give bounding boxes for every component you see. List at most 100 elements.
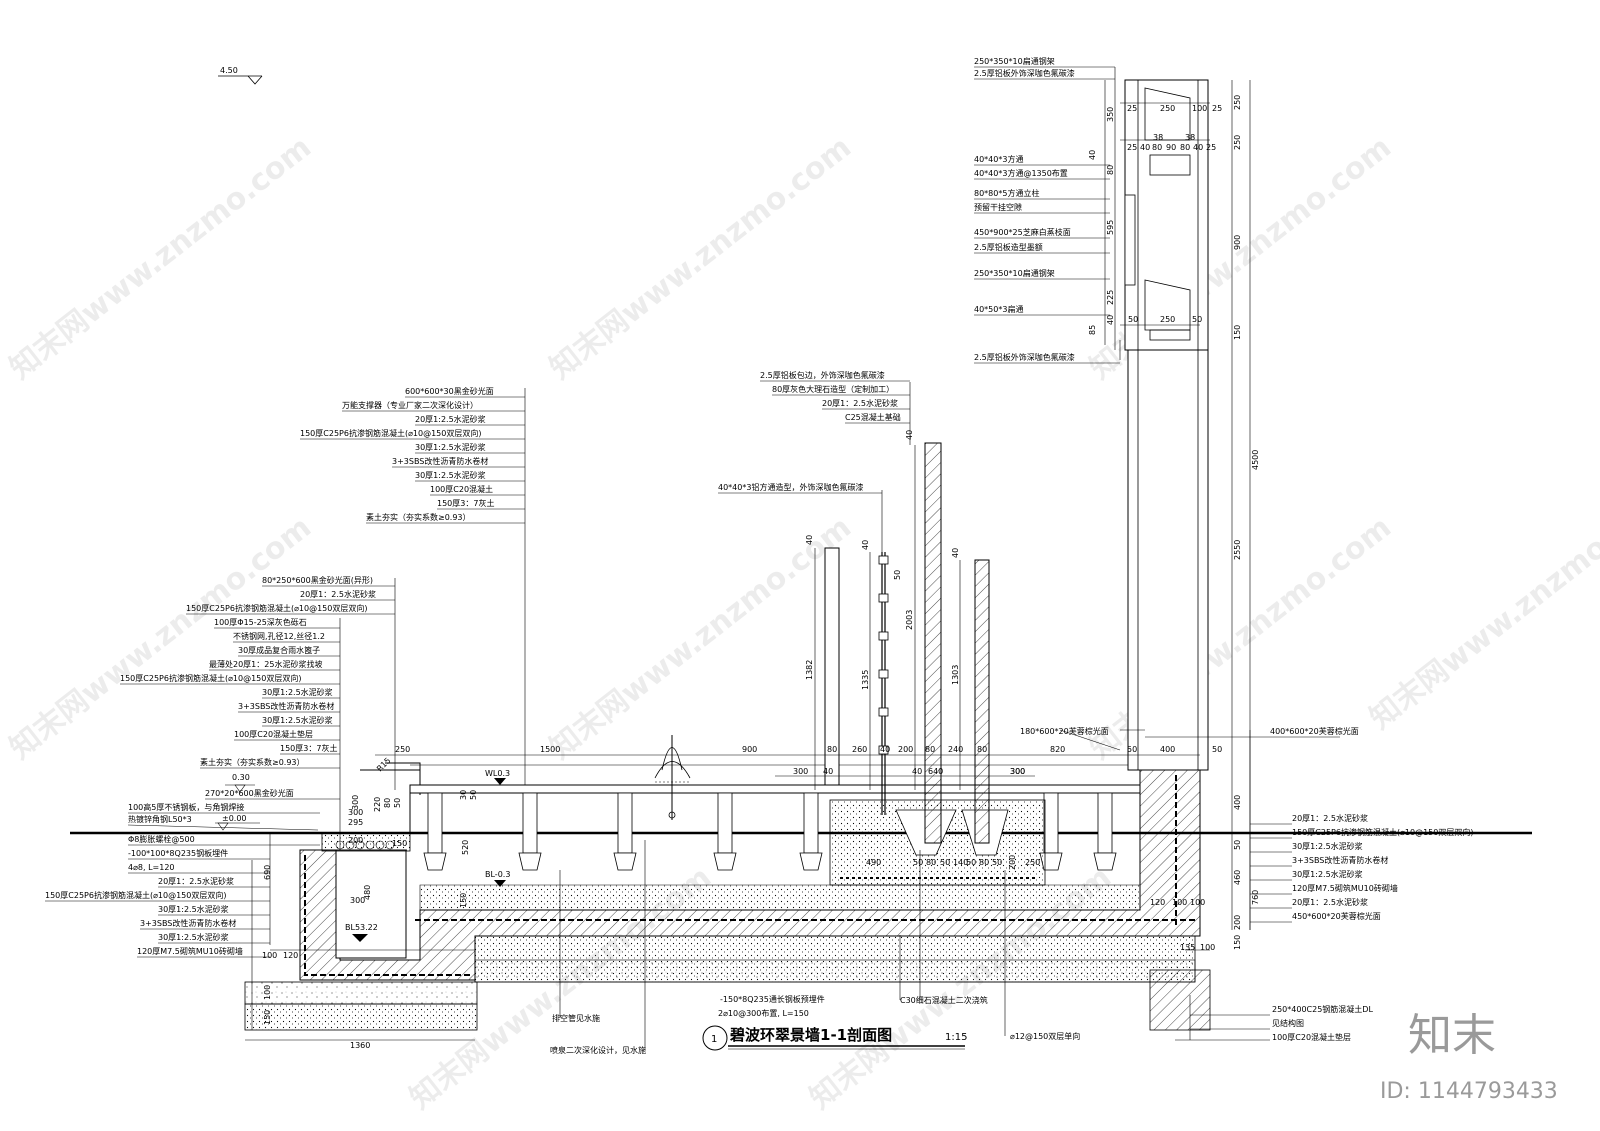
drawing-label: 30 — [459, 790, 468, 800]
drawing-label: 100 — [1192, 104, 1207, 113]
drawing-label: 50 — [940, 858, 950, 867]
title-scale: 1:15 — [945, 1032, 967, 1043]
drawing-label: 300 — [1010, 767, 1025, 776]
drawing-label: 150厚C25P6抗渗钢筋混凝土(⌀10@150双层双向) — [186, 603, 367, 613]
brand: 知末 ID: 1144793433 — [1380, 1010, 1558, 1104]
elevation-step: 0.30 — [232, 773, 250, 782]
drawing-label: 20厚1:2.5水泥砂浆 — [415, 414, 486, 424]
drawing-label: 520 — [461, 840, 470, 855]
drawing-label: 120厚M7.5砌筑MU10砖砌墙 — [1292, 883, 1398, 893]
brand-logo: 知末 — [1408, 1010, 1496, 1061]
pedestals — [423, 792, 1117, 871]
drawing-label: 1500 — [540, 745, 560, 754]
drawing-label: 400 — [1233, 795, 1242, 810]
drawing-label: 820 — [1050, 745, 1065, 754]
drawing-label: 150厚3：7灰土 — [280, 743, 337, 753]
drawing-label: 200 — [1233, 915, 1242, 930]
drawing-label: 150厚C25P6抗渗钢筋混凝土(⌀10@150双层双向) — [300, 428, 481, 438]
drawing-label: 250*350*10扁通钢架 — [974, 56, 1055, 66]
drain-trench — [321, 762, 421, 959]
drawing-label: 50 — [1127, 745, 1137, 754]
drawing-label: 300 — [351, 795, 360, 810]
drawing-label: 50 — [893, 570, 902, 580]
drawing-label: 150厚C25P6抗渗钢筋混凝土(⌀10@150双层双向) — [120, 673, 301, 683]
drawing-label: 250*350*10扁通钢架 — [974, 268, 1055, 278]
drawing-label: 100厚C20混凝土垫层 — [234, 729, 313, 739]
drawing-label: 85 — [1088, 325, 1097, 335]
drawing-label: 400 — [1160, 745, 1175, 754]
drawing-label: 2.5厚铝板外饰深咖色氟碳漆 — [974, 68, 1075, 78]
drawing-label: 200 — [1008, 855, 1017, 870]
drawing-label: 80 — [977, 745, 987, 754]
drawing-label: 140 — [953, 858, 968, 867]
drawing-label: 1360 — [350, 1041, 370, 1050]
drawing-label: 250 — [395, 745, 410, 754]
drawing-label: 450*900*25芝麻白蒸枝面 — [974, 227, 1071, 237]
fountain — [654, 735, 691, 820]
drawing-label: 1335 — [861, 670, 870, 690]
dims-right: 250 250 900 150 4500 2550 400 50 460 760… — [1233, 95, 1260, 950]
drawing-label: 30厚1:2.5水泥砂浆 — [415, 470, 486, 480]
drawing-label: 万能支撑器（专业厂家二次深化设计） — [342, 400, 478, 410]
drawing-label: C30细石混凝土二次浇筑 — [900, 995, 988, 1005]
drawing-label: 150厚C25P6抗渗钢筋混凝土(⌀10@150双层双向) — [1292, 827, 1473, 837]
title-text: 碧波环翠景墙1-1剖面图 — [729, 1026, 892, 1044]
drawing-label: 80 — [926, 858, 936, 867]
drawing-label: 600*600*30黑金砂光面 — [405, 386, 494, 396]
labels-mid-right: 2.5厚铝板包边，外饰深咖色氟碳漆 80厚灰色大理石造型（定制加工） 20厚1：… — [718, 370, 910, 494]
drawing-label: 40*40*3方通@1350布置 — [974, 168, 1068, 178]
drawing-label: 300 — [1010, 767, 1025, 776]
drawing-label: 1382 — [805, 660, 814, 680]
drawing-label: 40 — [805, 535, 814, 545]
drawing-label: 80 — [827, 745, 837, 754]
drawing-label: 2⌀10@300布置, L=150 — [718, 1008, 809, 1018]
drawing-label: 预留干挂空隙 — [974, 202, 1022, 212]
drawing-label: 100 — [1190, 898, 1205, 907]
drawing-label: 40 — [912, 767, 922, 776]
drawing-label: 760 — [1251, 890, 1260, 905]
drawing-label: 80 — [1106, 165, 1115, 175]
drawing-label: 50 — [992, 858, 1002, 867]
labels-bottom-center: -150*8Q235通长钢板预埋件 2⌀10@300布置, L=150 C30细… — [550, 994, 1080, 1055]
drawing-label: 50 — [1212, 745, 1222, 754]
labels-coping: 180*600*20芙蓉棕光面 400*600*20芙蓉棕光面 — [1020, 726, 1359, 738]
drawing-label: 900 — [1233, 235, 1242, 250]
drawing-label: 最薄处20厚1：25水泥砂浆找坡 — [209, 659, 322, 669]
dims-horizontal: 250 1500 900 80 260 40 200 80 240 80 820… — [395, 745, 1222, 776]
drawing-label: 喷泉二次深化设计，见水施 — [550, 1045, 646, 1055]
drawing-label: 690 — [263, 865, 272, 880]
drawing-label: 30厚1:2.5水泥砂浆 — [158, 904, 229, 914]
drawing-label: 100厚C20混凝土 — [430, 484, 493, 494]
drawing-label: 25 — [1212, 104, 1222, 113]
elevation-drain: BL53.22 — [345, 923, 378, 932]
drawing-label: 50 — [1128, 315, 1138, 324]
labels-bottom-left: -100*100*8Q235钢板埋件 4⌀8, L=120 20厚1：2.5水泥… — [45, 848, 270, 958]
drawing-label: 50 — [913, 858, 923, 867]
drawing-label: 30厚1:2.5水泥砂浆 — [262, 687, 333, 697]
drawing-label: 100 — [1172, 898, 1187, 907]
drawing-label: 90 — [1166, 143, 1176, 152]
drawing-label: 270*20*600黑金砂光面 — [205, 788, 294, 798]
drawing-label: 240 — [948, 745, 963, 754]
drawing-label: 200 — [898, 745, 913, 754]
drawing-label: 38 — [1153, 133, 1163, 142]
drawing-label: 460 — [1233, 870, 1242, 885]
drawing-label: 250 — [1233, 135, 1242, 150]
drawing-label: 150厚C25P6抗渗钢筋混凝土(⌀10@150双层双向) — [45, 890, 226, 900]
drawing-title: 1 碧波环翠景墙1-1剖面图 1:15 — [702, 1025, 967, 1051]
labels-top-right: 250*350*10扁通钢架 2.5厚铝板外饰深咖色氟碳漆 40*40*3方通 … — [974, 56, 1120, 364]
drawing-label: 40 — [861, 540, 870, 550]
drawing-label: 295 — [348, 818, 363, 827]
drawing-label: 150厚3：7灰土 — [437, 498, 494, 508]
drawing-label: 20厚1：2.5水泥砂浆 — [1292, 897, 1368, 907]
elevation-water: WL0.3 — [485, 769, 510, 778]
drawing-label: 40 — [1140, 143, 1150, 152]
drawing-label: 20厚1：2.5水泥砂浆 — [300, 589, 376, 599]
drawing-label: 20厚1：2.5水泥砂浆 — [1292, 813, 1368, 823]
drawing-label: 80 — [979, 858, 989, 867]
drawing-label: 3+3SBS改性沥青防水卷材 — [140, 918, 236, 928]
drawing-label: 250 — [1160, 315, 1175, 324]
drawing-label: 100 — [1200, 943, 1215, 952]
drawing-label: 30厚成品复合雨水篦子 — [238, 645, 320, 655]
brand-id: ID: 1144793433 — [1380, 1079, 1558, 1104]
